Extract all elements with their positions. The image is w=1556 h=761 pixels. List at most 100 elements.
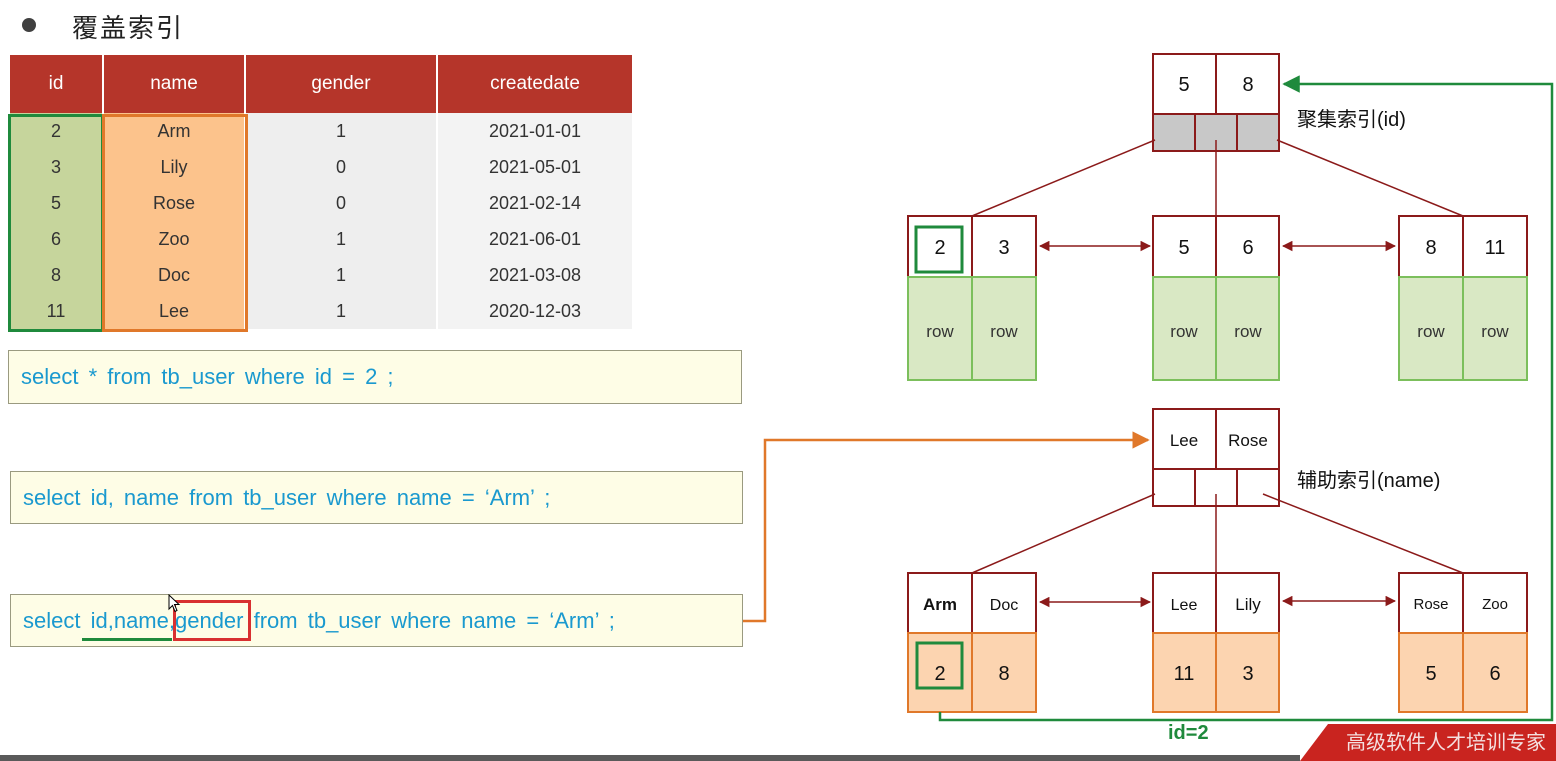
name-column-highlight xyxy=(102,114,248,332)
query-box-1: select * from tb_user where id = 2 ; xyxy=(8,350,742,404)
table-header-row: id name gender createdate xyxy=(10,55,632,113)
cell-name: Lee xyxy=(104,293,244,329)
gender-highlight-box xyxy=(173,600,251,641)
leaf-key: Doc xyxy=(990,597,1018,614)
cell-createdate: 2021-03-08 xyxy=(438,257,632,293)
cell-id: 5 xyxy=(10,185,102,221)
cell-name: Doc xyxy=(104,257,244,293)
secondary-root-key: Lee xyxy=(1170,431,1198,450)
leaf-value: 3 xyxy=(1242,663,1253,685)
secondary-leaf-node: Arm Doc 2 8 xyxy=(907,572,1037,713)
leaf-row: row xyxy=(1481,322,1509,341)
leaf-value: 5 xyxy=(1425,663,1436,685)
leaf-key: 6 xyxy=(1242,237,1253,259)
query-text-3-prefix: select xyxy=(23,607,91,633)
column-header-id: id xyxy=(10,55,102,113)
clustered-leaf-node: 5 6 row row xyxy=(1152,215,1280,381)
cell-gender: 1 xyxy=(246,257,436,293)
cell-id: 2 xyxy=(10,113,102,149)
cell-name: Zoo xyxy=(104,221,244,257)
leaf-key: Lily xyxy=(1235,595,1261,614)
cell-createdate: 2021-05-01 xyxy=(438,149,632,185)
query-text-1: select * from tb_user where id = 2 ; xyxy=(21,364,394,389)
cell-name: Arm xyxy=(104,113,244,149)
leaf-row: row xyxy=(1417,322,1445,341)
leaf-key: Lee xyxy=(1171,597,1198,614)
cell-gender: 1 xyxy=(246,293,436,329)
column-header-name: name xyxy=(104,55,244,113)
cell-name: Rose xyxy=(104,185,244,221)
cursor-icon xyxy=(168,594,181,613)
cell-createdate: 2020-12-03 xyxy=(438,293,632,329)
cell-createdate: 2021-06-01 xyxy=(438,221,632,257)
leaf-row: row xyxy=(990,322,1018,341)
match-highlight xyxy=(915,641,964,690)
tree-edge xyxy=(1276,139,1464,217)
query-text-3-columns: id,name, xyxy=(90,607,175,633)
secondary-index-label: 辅助索引(name) xyxy=(1297,469,1440,492)
clustered-root-key: 8 xyxy=(1242,74,1253,96)
query-to-secondary-arrow xyxy=(743,431,1150,623)
cell-id: 6 xyxy=(10,221,102,257)
tree-edge xyxy=(1262,493,1464,574)
cell-id: 11 xyxy=(10,293,102,329)
leaf-row: row xyxy=(926,322,954,341)
bottom-bar xyxy=(0,755,1300,761)
page-title: 覆盖索引 xyxy=(72,14,185,44)
leaf-key: Rose xyxy=(1413,596,1448,613)
leaf-key: 5 xyxy=(1178,237,1189,259)
leaf-value: 2 xyxy=(934,663,945,685)
cell-gender: 0 xyxy=(246,149,436,185)
query-text-2: select id, name from tb_user where name … xyxy=(23,484,551,510)
clustered-index-label: 聚集索引(id) xyxy=(1297,108,1406,131)
query-text-3-suffix: from tb_user where name = ‘Arm’ ; xyxy=(243,607,615,633)
secondary-leaf-node: Rose Zoo 5 6 xyxy=(1398,572,1528,713)
covered-columns-underline xyxy=(82,638,172,641)
leaf-key: 11 xyxy=(1485,237,1506,259)
secondary-root-node: Lee Rose xyxy=(1152,408,1280,507)
back-lookup-arrow xyxy=(938,75,1554,722)
cell-gender: 1 xyxy=(246,113,436,149)
clustered-leaf-node: 2 3 row row xyxy=(907,215,1037,381)
leaf-key: 8 xyxy=(1425,237,1436,259)
cell-id: 8 xyxy=(10,257,102,293)
cell-gender: 0 xyxy=(246,185,436,221)
leaf-key: Zoo xyxy=(1482,596,1508,613)
bullet-icon xyxy=(22,18,36,32)
leaf-value: 6 xyxy=(1489,663,1500,685)
column-header-gender: gender xyxy=(246,55,436,113)
watermark-banner: 高级软件人才培训专家 xyxy=(1300,724,1556,761)
cell-gender: 1 xyxy=(246,221,436,257)
tree-edge xyxy=(971,493,1156,574)
secondary-leaf-node: Lee Lily 11 3 xyxy=(1152,572,1280,713)
tree-edge xyxy=(971,139,1156,217)
leaf-row: row xyxy=(1170,322,1198,341)
cell-name: Lily xyxy=(104,149,244,185)
match-highlight xyxy=(914,225,964,274)
leaf-key: 3 xyxy=(998,237,1009,259)
column-header-createdate: createdate xyxy=(438,55,632,113)
leaf-key: 2 xyxy=(934,237,945,259)
leaf-value: 8 xyxy=(998,663,1009,685)
leaf-row: row xyxy=(1234,322,1262,341)
cell-id: 3 xyxy=(10,149,102,185)
leaf-value: 11 xyxy=(1174,663,1195,685)
clustered-root-node: 5 8 xyxy=(1152,53,1280,152)
query-box-2: select id, name from tb_user where name … xyxy=(10,471,743,524)
lookup-id-label: id=2 xyxy=(1168,722,1209,744)
cell-createdate: 2021-01-01 xyxy=(438,113,632,149)
clustered-leaf-node: 8 11 row row xyxy=(1398,215,1528,381)
clustered-root-key: 5 xyxy=(1178,74,1189,96)
cell-createdate: 2021-02-14 xyxy=(438,185,632,221)
query-text-3-gender: gender xyxy=(174,607,244,633)
secondary-root-key: Rose xyxy=(1228,431,1268,450)
leaf-key: Arm xyxy=(923,595,957,614)
